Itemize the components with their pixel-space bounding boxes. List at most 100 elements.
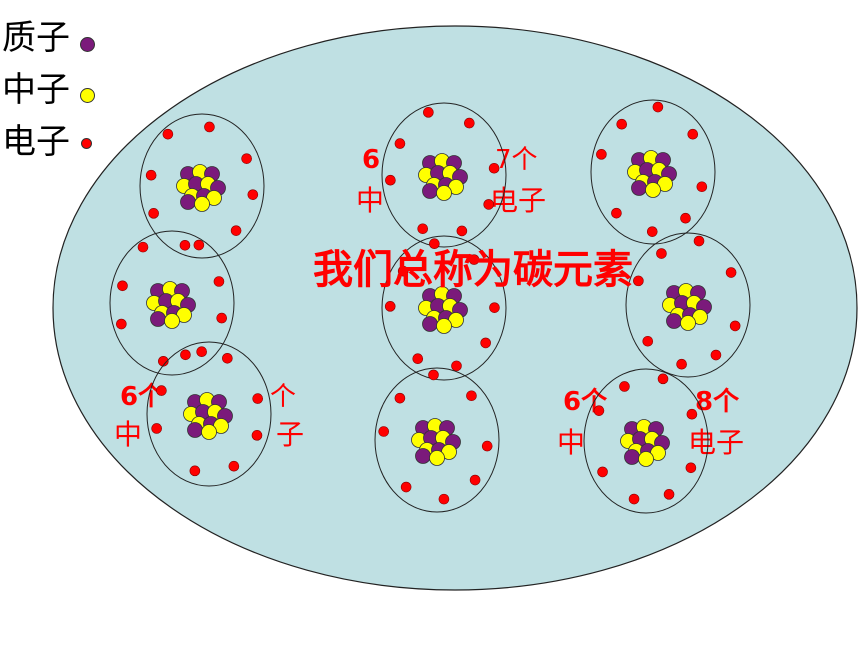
electron-dot (451, 360, 462, 372)
electron-dot (633, 275, 644, 287)
electron-dot (652, 101, 664, 113)
neutron-dot (436, 318, 452, 334)
electron-dot (241, 153, 252, 164)
electron-dot (193, 239, 205, 251)
neutron-dot (436, 185, 452, 201)
electron-dot (189, 465, 201, 477)
electron-dot (230, 225, 242, 236)
group1-line1-left: 6 (362, 145, 380, 175)
proton-dot (624, 449, 640, 465)
atoms-layer (109, 99, 751, 514)
atom-outline (374, 367, 500, 513)
electron-dot (116, 318, 127, 330)
electron-dot (251, 430, 263, 441)
electron-dot (179, 239, 191, 251)
neutron-dot-icon (80, 88, 95, 103)
electron-dot (148, 208, 159, 219)
group3-line2-right: 电子 (688, 426, 744, 459)
atom-outline (625, 232, 751, 378)
electron-dot (158, 355, 169, 367)
electron-dot (489, 302, 500, 313)
electron-dot (252, 393, 264, 404)
electron-dot (469, 474, 481, 486)
electron-dot (656, 248, 667, 259)
electron-dot (657, 373, 669, 385)
electron-dot (663, 489, 675, 500)
atom-outline (590, 99, 716, 245)
legend-electron-label: 电子 (2, 122, 70, 162)
atom-outline (139, 113, 265, 259)
electron-dot (378, 426, 390, 437)
electron-dot (686, 408, 698, 420)
electron-dot-icon (81, 138, 92, 149)
electron-dot (213, 276, 225, 287)
group3-line1-right: 8个 (695, 387, 740, 417)
proton-dot (666, 313, 682, 329)
electron-dot (196, 346, 207, 358)
legend-neutron-label: 中子 (2, 70, 70, 110)
electron-dot (456, 225, 468, 237)
electron-dot (680, 212, 691, 224)
proton-dot (150, 311, 166, 327)
electron-dot (480, 337, 491, 349)
electron-dot (696, 181, 708, 193)
electron-dot (464, 117, 475, 129)
electron-dot (151, 423, 162, 434)
neutron-dot (645, 182, 661, 198)
electron-dot (488, 162, 500, 174)
electron-dot (642, 335, 654, 347)
group2-line1-right: 个 (270, 382, 296, 412)
electron-dot (597, 466, 608, 478)
neutron-dot (201, 424, 217, 440)
electron-dot (616, 118, 628, 130)
electron-dot (117, 280, 128, 292)
neutron-dot (429, 450, 445, 466)
proton-dot (422, 183, 438, 199)
electron-dot (646, 226, 658, 237)
proton-dot (422, 316, 438, 332)
electron-dot (423, 107, 434, 118)
electron-dot (619, 381, 630, 392)
proton-dot-icon (80, 37, 95, 52)
electron-dot (468, 254, 480, 265)
electron-dot (137, 241, 149, 253)
electron-dot (162, 128, 174, 140)
electron-dot (428, 369, 439, 381)
atom-outline (381, 102, 507, 248)
electron-dot (412, 353, 424, 365)
electron-dot (397, 265, 409, 277)
atom-outline (583, 368, 709, 514)
electron-dot (417, 223, 429, 235)
electron-dot (596, 149, 607, 160)
electron-dot (394, 392, 406, 404)
electron-dot (228, 460, 240, 472)
electron-dot (725, 267, 737, 278)
atom-outline (146, 341, 272, 487)
atom-outline (109, 230, 235, 376)
electron-dot (400, 481, 412, 493)
electron-dot (729, 320, 741, 332)
electron-dot (438, 493, 450, 505)
proton-dot (180, 194, 196, 210)
electron-dot (710, 349, 722, 361)
group2-line2-right: 子 (276, 418, 304, 451)
group3-line2-left: 中 (557, 426, 585, 459)
electron-dot (385, 174, 396, 186)
group2-line2-left: 中 (114, 418, 142, 451)
electron-dot (628, 493, 640, 505)
neutron-dot (680, 315, 696, 331)
electron-dot (384, 301, 396, 312)
electron-dot (687, 128, 699, 140)
electron-dot (685, 462, 697, 474)
group1-line1-right: 7个 (495, 145, 538, 175)
group1-line2-left: 中 (356, 184, 384, 217)
electron-dot (693, 235, 705, 247)
electron-dot (180, 349, 191, 361)
electron-dot (611, 207, 622, 219)
electron-dot (145, 169, 157, 181)
electron-dot (156, 385, 167, 396)
neutron-dot (638, 451, 654, 467)
proton-dot (631, 180, 647, 196)
proton-dot (415, 448, 431, 464)
